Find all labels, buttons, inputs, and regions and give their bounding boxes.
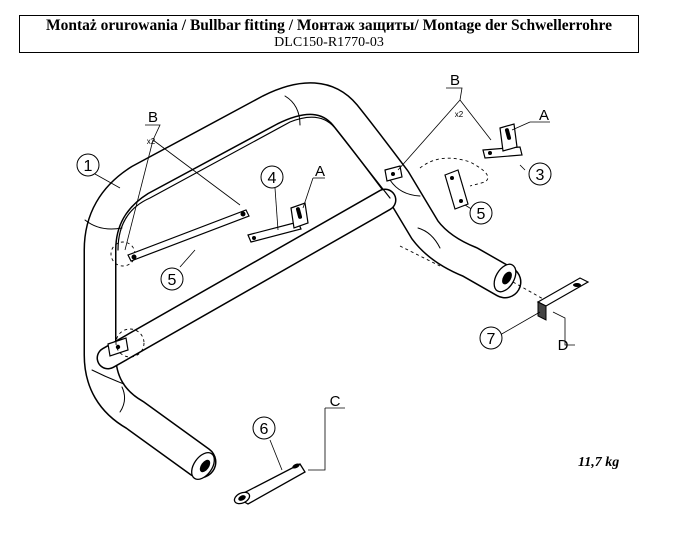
plate-part-7 <box>536 277 590 321</box>
multiplier-left: x2 <box>147 137 156 146</box>
tube-end-left <box>191 452 215 480</box>
callout-6: 6 <box>260 421 269 438</box>
page-title: Montaż orurowania / Bullbar fitting / Мо… <box>46 17 612 34</box>
callout-1: 1 <box>84 158 93 175</box>
letter-b-right: B <box>450 72 460 89</box>
tube-end-right <box>493 263 517 293</box>
callout-labels: 1 3 4 5 5 6 7 B B A A C D x2 x2 <box>84 72 569 438</box>
callout-5-left: 5 <box>168 272 177 289</box>
callout-7: 7 <box>487 331 496 348</box>
strap-part-5-left <box>127 209 250 262</box>
callout-5-right: 5 <box>477 206 486 223</box>
callout-circles <box>76 153 552 440</box>
letter-a-part3: A <box>539 107 549 124</box>
weight-label: 11,7 kg <box>578 455 620 470</box>
callout-4: 4 <box>268 170 277 187</box>
leader-lines <box>94 87 575 471</box>
letter-c: C <box>330 393 341 410</box>
bracket-part-4 <box>247 202 309 243</box>
part-code: DLC150-R1770-03 <box>274 35 384 50</box>
letter-d: D <box>558 337 569 354</box>
title-box: Montaż orurowania / Bullbar fitting / Мо… <box>19 15 639 53</box>
bullbar-frame <box>83 82 522 479</box>
bracket-part-3 <box>482 123 523 159</box>
tube-mount-tab-left <box>107 337 129 357</box>
letter-a-part4: A <box>315 163 325 180</box>
callout-3: 3 <box>536 167 545 184</box>
letter-b-left: B <box>148 109 158 126</box>
bracket-part-6 <box>233 463 306 505</box>
plate-part-5-right <box>444 169 469 210</box>
multiplier-right: x2 <box>455 110 464 119</box>
